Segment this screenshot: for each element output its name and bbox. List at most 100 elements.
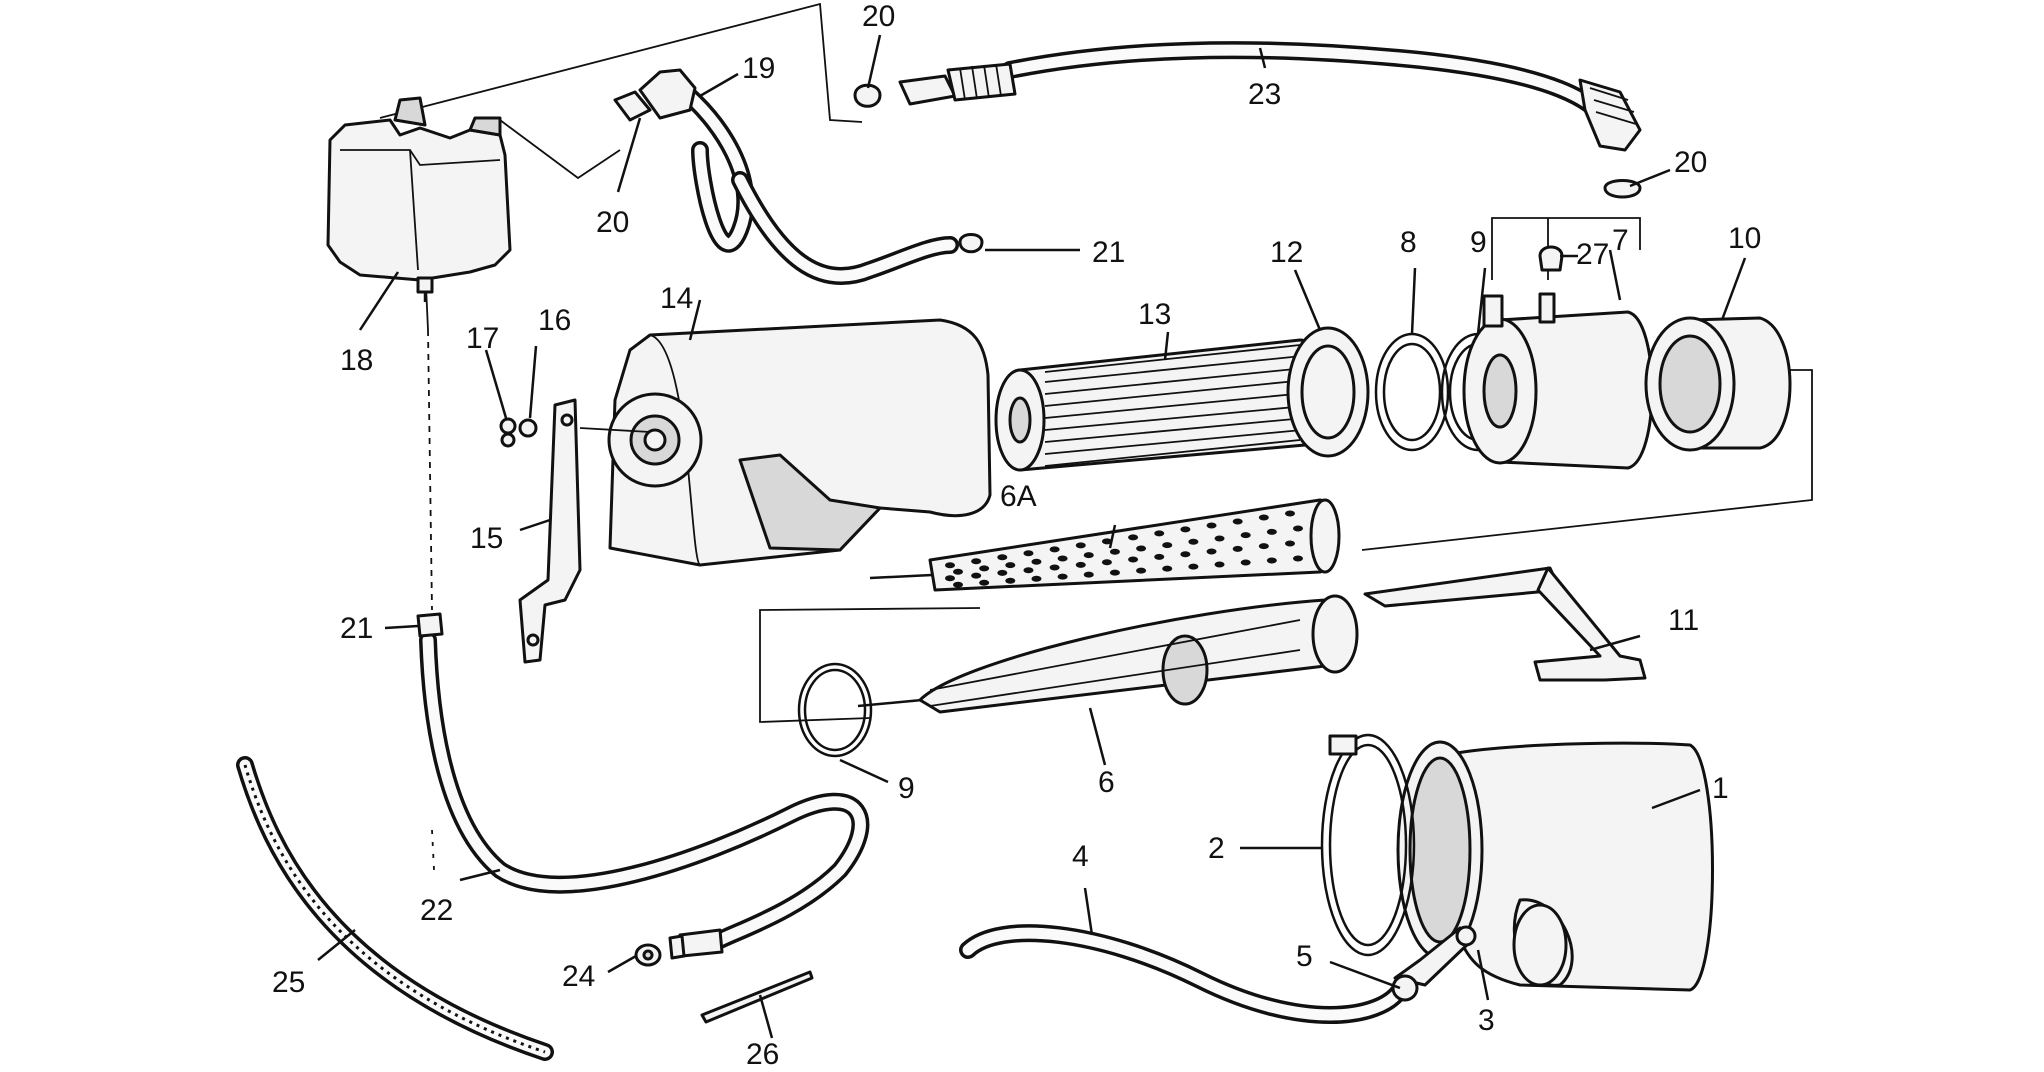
callout-9-upper: 9 [1470,226,1487,259]
perforation-hole [1266,557,1277,564]
perforation-hole [1154,530,1165,537]
perforation-hole [1206,522,1217,529]
callout-20-top: 20 [862,0,895,33]
callout-20-right: 20 [1674,146,1707,179]
breather-hose [898,41,1642,199]
callout-7: 7 [1612,224,1629,257]
callout-6: 6 [1098,766,1115,799]
perforation-hole [1023,550,1034,557]
perforation-hole [1258,514,1269,521]
cone-screen [857,594,1359,714]
callout-20-left: 20 [596,206,629,239]
callout-17: 17 [466,322,499,355]
perforation-hole [1083,571,1094,578]
filter-body [1462,245,1654,470]
vent-hose-assembly [613,68,984,285]
perforation-hole [1162,542,1173,549]
cable-tie [700,970,814,1024]
perforation-hole [1188,538,1199,545]
callout-8: 8 [1400,226,1417,259]
perforation-hole [953,581,963,588]
callout-3: 3 [1478,1004,1495,1037]
callout-21-upper: 21 [1092,236,1125,269]
callout-18: 18 [340,344,373,377]
perforation-hole [1232,518,1243,525]
perforation-hole [1266,528,1277,535]
mounting-bracket [499,398,651,664]
callout-26: 26 [746,1038,779,1071]
callout-1: 1 [1712,772,1729,805]
callout-leaders [317,34,1747,1039]
oil-reservoir [326,96,512,302]
perforation-hole [1293,555,1303,562]
perforation-hole [1136,567,1147,574]
perforation-hole [1214,535,1225,542]
callout-23: 23 [1248,78,1281,111]
perforation-hole [1057,555,1068,562]
callout-16: 16 [538,304,571,337]
perforation-hole [1285,510,1295,517]
braided-hose [236,756,554,1061]
air-box-housing [607,318,992,567]
perforation-hole [1101,538,1112,545]
perforation-hole [979,579,990,586]
perforation-hole [1240,532,1251,539]
callout-24: 24 [562,960,595,993]
perforation-hole [1031,575,1042,582]
perforation-hole [979,565,990,572]
perforation-hole [1240,559,1251,566]
perforation-hole [1109,548,1120,555]
perforation-hole [1128,556,1139,563]
callout-11: 11 [1668,604,1699,637]
callout-5: 5 [1296,940,1313,973]
perforation-hole [1049,546,1060,553]
perforation-hole [1101,559,1112,566]
oil-hose [416,612,870,960]
tool-key [1363,566,1647,682]
sleeve [1644,316,1792,452]
callout-labels: 1 2 3 4 5 6 6A 7 8 9 9 10 11 12 13 14 15… [272,0,1761,1071]
perforation-hole [1285,540,1295,547]
perforation-hole [1162,565,1173,572]
perforation-hole [971,558,982,565]
perforation-hole [997,569,1008,576]
perforation-hole [1136,545,1147,552]
perforation-hole [1293,525,1303,532]
perforation-hole [1005,577,1016,584]
callout-12: 12 [1270,236,1303,269]
perforation-hole [953,568,963,575]
callout-4: 4 [1072,840,1089,873]
washer [634,943,662,967]
perforation-hole [1083,552,1094,559]
drain-hose [959,924,1477,1024]
perforated-screen [869,498,1341,592]
perforation-hole [1023,567,1034,574]
perforation-hole [1057,573,1068,580]
callout-10: 10 [1728,222,1761,255]
perforation-hole [1232,545,1243,552]
callout-14: 14 [660,282,693,315]
perforation-hole [997,554,1008,561]
callout-9-lower: 9 [898,772,915,805]
perforation-hole [1005,562,1016,569]
perforation-hole [1180,526,1191,533]
callout-2: 2 [1208,832,1225,865]
perforation-hole [1188,563,1199,570]
callout-21-lower: 21 [340,612,373,645]
perforation-hole [1206,548,1217,555]
perforation-hole [1049,564,1060,571]
perforation-hole [971,572,982,579]
perforation-hole [1075,561,1086,568]
callout-13: 13 [1138,298,1171,331]
callout-15: 15 [470,522,503,555]
perforation-hole [1128,534,1139,541]
callout-19: 19 [742,52,775,85]
callout-6a: 6A [1000,480,1037,513]
perforation-hole [1180,551,1191,558]
perforation-hole [1109,569,1120,576]
callout-22: 22 [420,894,453,927]
assembly-leader-lines [379,2,1813,871]
intake-duct [1320,733,1714,992]
perforation-hole [1075,542,1086,549]
perforation-hole [1031,558,1042,565]
